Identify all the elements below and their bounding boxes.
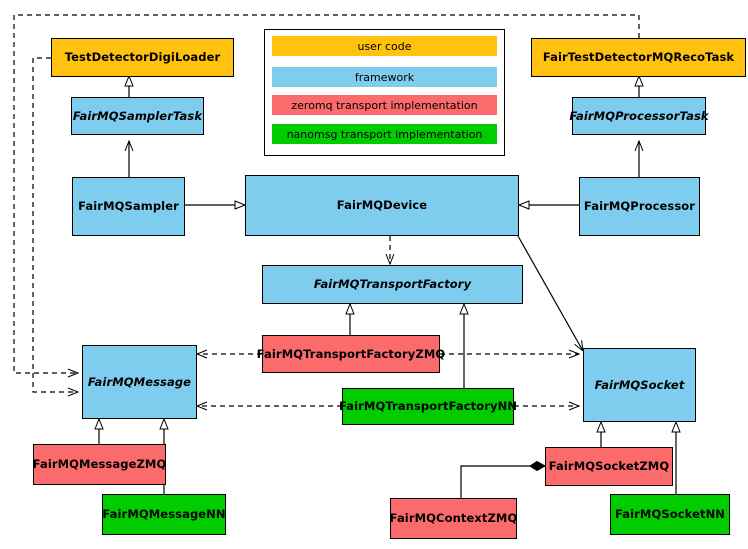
node-label: FairMQTransportFactoryNN [338,399,518,414]
node-label: FairMQTransportFactory [313,277,472,292]
node-label: FairMQMessageNN [102,507,226,522]
node-fairmqtransportfactorynn[interactable]: FairMQTransportFactoryNN [338,388,518,425]
node-label: TestDetectorDigiLoader [64,50,221,65]
legend-item-framework: framework [272,67,497,87]
node-fairmqsamplertask[interactable]: FairMQSamplerTask [71,97,204,135]
node-label: FairMQTransportFactoryZMQ [256,346,446,361]
legend-label: framework [354,70,415,84]
node-fairtestdetectormqrecotask[interactable]: FairTestDetectorMQRecoTask [531,38,746,77]
node-label: FairMQProcessor [583,199,696,214]
legend-label: zeromq transport implementation [291,98,478,112]
node-label: FairMQSampler [78,199,179,214]
node-label: FairMQSocketZMQ [548,459,670,474]
edge-recotask-message [13,14,640,378]
node-fairmqsocketzmq[interactable]: FairMQSocketZMQ [545,447,673,486]
node-fairmqdevice[interactable]: FairMQDevice [245,175,519,236]
node-fairmqtransportfactoryzmq[interactable]: FairMQTransportFactoryZMQ [257,335,445,373]
node-label: FairMQProcessorTask [569,108,709,123]
node-label: FairMQSocketNN [614,507,726,522]
node-label: FairMQDevice [336,198,428,213]
legend-label: user code [357,39,412,53]
edge-device-socket [517,235,584,353]
node-fairmqsocketnn[interactable]: FairMQSocketNN [610,494,730,535]
legend-item-nanomsg: nanomsg transport implementation [272,124,497,144]
node-fairmqsocket[interactable]: FairMQSocket [583,348,696,422]
node-fairmqmessagezmq[interactable]: FairMQMessageZMQ [33,444,166,485]
node-label: FairTestDetectorMQRecoTask [542,50,735,65]
node-testdetectordigiloader[interactable]: TestDetectorDigiLoader [51,38,234,77]
node-label: FairMQMessageZMQ [32,457,167,472]
node-fairmqmessagenn[interactable]: FairMQMessageNN [102,494,226,535]
node-fairmqsampler[interactable]: FairMQSampler [72,177,185,236]
node-fairmqcontextzmq[interactable]: FairMQContextZMQ [390,498,517,539]
node-label: FairMQContextZMQ [389,511,518,526]
node-fairmqmessage[interactable]: FairMQMessage [82,345,197,419]
edge-digiloader-message [32,57,80,397]
legend-label: nanomsg transport implementation [286,127,483,141]
node-label: FairMQSocket [594,377,685,392]
node-fairmqprocessortask[interactable]: FairMQProcessorTask [569,97,709,135]
legend-item-zeromq: zeromq transport implementation [272,95,497,115]
node-fairmqprocessor[interactable]: FairMQProcessor [579,177,700,236]
legend-item-user-code: user code [272,36,497,56]
node-label: FairMQMessage [87,374,192,389]
node-fairmqtransportfactory[interactable]: FairMQTransportFactory [262,265,523,304]
node-label: FairMQSamplerTask [72,108,203,123]
